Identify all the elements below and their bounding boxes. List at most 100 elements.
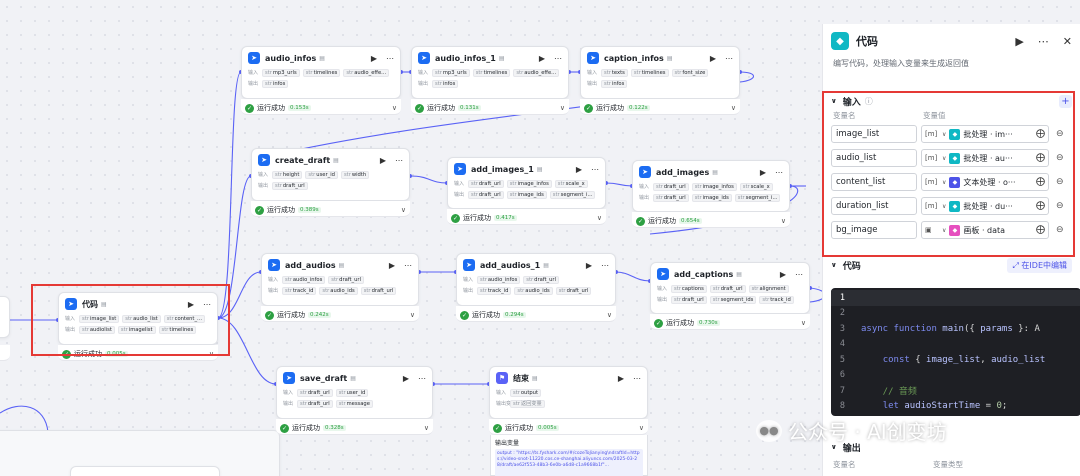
target-icon[interactable]: ⨁ [1036,225,1045,235]
chevron-down-icon[interactable]: ∨ [638,424,644,432]
target-icon[interactable]: ⨁ [1036,177,1045,187]
chevron-down-icon[interactable]: ∨ [606,311,612,319]
var-value-selector[interactable]: [m]∨◆批处理 · du···⨁ [921,197,1049,215]
remove-icon[interactable]: ⊖ [1056,153,1064,163]
more-icon[interactable]: ⋯ [404,260,412,270]
run-icon[interactable]: ▶ [379,155,386,165]
run-icon[interactable]: ▶ [538,53,545,63]
chevron-down-icon[interactable]: ∨ [780,217,786,225]
chevron-down-icon[interactable]: ∨ [400,206,406,214]
code-line[interactable]: 7 // 音频 [831,383,1080,399]
more-icon[interactable]: ⋯ [418,373,426,383]
chevron-down-icon[interactable]: ∨ [942,130,947,138]
code-line[interactable]: 2 [831,306,1080,322]
remove-icon[interactable]: ⊖ [1056,225,1064,235]
more-icon[interactable]: ⋯ [601,260,609,270]
run-icon[interactable]: ▶ [759,167,766,177]
var-value-selector[interactable]: [m]∨◆批处理 · im···⨁ [921,125,1049,143]
offscreen-node[interactable] [0,296,10,338]
chevron-down-icon[interactable]: ∨ [409,311,415,319]
type-icon[interactable]: [m] [925,154,938,162]
chevron-down-icon[interactable]: ∨ [942,202,947,210]
code-line[interactable]: 4 [831,337,1080,353]
more-icon[interactable]: ⋯ [633,373,641,383]
var-value-selector[interactable]: [m]∨◆文本处理 · o···⨁ [921,173,1049,191]
run-icon[interactable]: ▶ [709,53,716,63]
more-icon[interactable]: ⋯ [775,167,783,177]
remove-icon[interactable]: ⊖ [1056,129,1064,139]
run-icon[interactable]: ▶ [617,373,624,383]
more-icon[interactable]: ⋯ [386,53,394,63]
type-icon[interactable]: ▣ [925,226,932,234]
chevron-down-icon[interactable]: ∨ [559,104,565,112]
target-icon[interactable]: ⨁ [1036,153,1045,163]
code-line[interactable]: 8 let audioStartTime = 0; [831,399,1080,415]
var-name-input[interactable]: duration_list [831,197,917,215]
info-icon[interactable]: ⓘ [864,96,873,106]
target-icon[interactable]: ⨁ [1036,129,1045,139]
remove-icon[interactable]: ⊖ [1056,177,1064,187]
var-value-selector[interactable]: [m]∨◆批处理 · au···⨁ [921,149,1049,167]
add-input-button[interactable]: + [1059,94,1072,108]
code-section-header[interactable]: ∨ 代码 ⤢ 在IDE中编辑 [823,256,1080,274]
chevron-down-icon[interactable]: ∨ [730,104,736,112]
run-icon[interactable]: ▶ [585,260,592,270]
input-section-header[interactable]: ∨ 输入 ⓘ + [823,92,1080,110]
run-icon[interactable]: ▶ [779,269,786,279]
chevron-down-icon[interactable]: ∨ [942,154,947,162]
chevron-down-icon[interactable]: ∨ [596,214,602,222]
more-icon[interactable]: ⋯ [395,155,403,165]
run-icon[interactable]: ▶ [402,373,409,383]
more-icon[interactable]: ⋯ [554,53,562,63]
bottom-mini-node[interactable] [70,466,220,476]
more-icon[interactable]: ⋯ [591,164,599,174]
close-icon[interactable]: ✕ [1062,34,1072,48]
run-icon[interactable]: ▶ [187,299,194,309]
chevron-down-icon[interactable]: ∨ [800,319,806,327]
run-icon[interactable]: ▶ [388,260,395,270]
target-icon[interactable]: ⨁ [1036,201,1045,211]
run-icon[interactable]: ▶ [1015,34,1024,48]
output-section-header[interactable]: ∨ 输出 [823,438,1080,456]
run-icon[interactable]: ▶ [575,164,582,174]
chevron-down-icon[interactable]: ∨ [208,350,214,358]
more-icon[interactable]: ⋯ [725,53,733,63]
type-icon[interactable]: [m] [925,202,938,210]
chevron-down-icon[interactable]: ∨ [942,178,947,186]
var-name-input[interactable]: content_list [831,173,917,191]
chevron-down-icon[interactable]: ∨ [831,261,837,269]
chevron-down-icon[interactable]: ∨ [831,443,837,451]
var-name-input[interactable]: audio_list [831,149,917,167]
type-icon[interactable]: [m] [925,130,938,138]
remove-icon[interactable]: ⊖ [1056,201,1064,211]
type-icon[interactable]: [m] [925,178,938,186]
chevron-down-icon[interactable]: ∨ [423,424,429,432]
var-name-input[interactable]: bg_image [831,221,917,239]
code-line[interactable]: 6 [831,368,1080,384]
more-icon[interactable]: ⋯ [1037,34,1049,48]
chevron-down-icon[interactable]: ∨ [942,226,947,234]
code-line[interactable]: 1 [831,290,1080,306]
